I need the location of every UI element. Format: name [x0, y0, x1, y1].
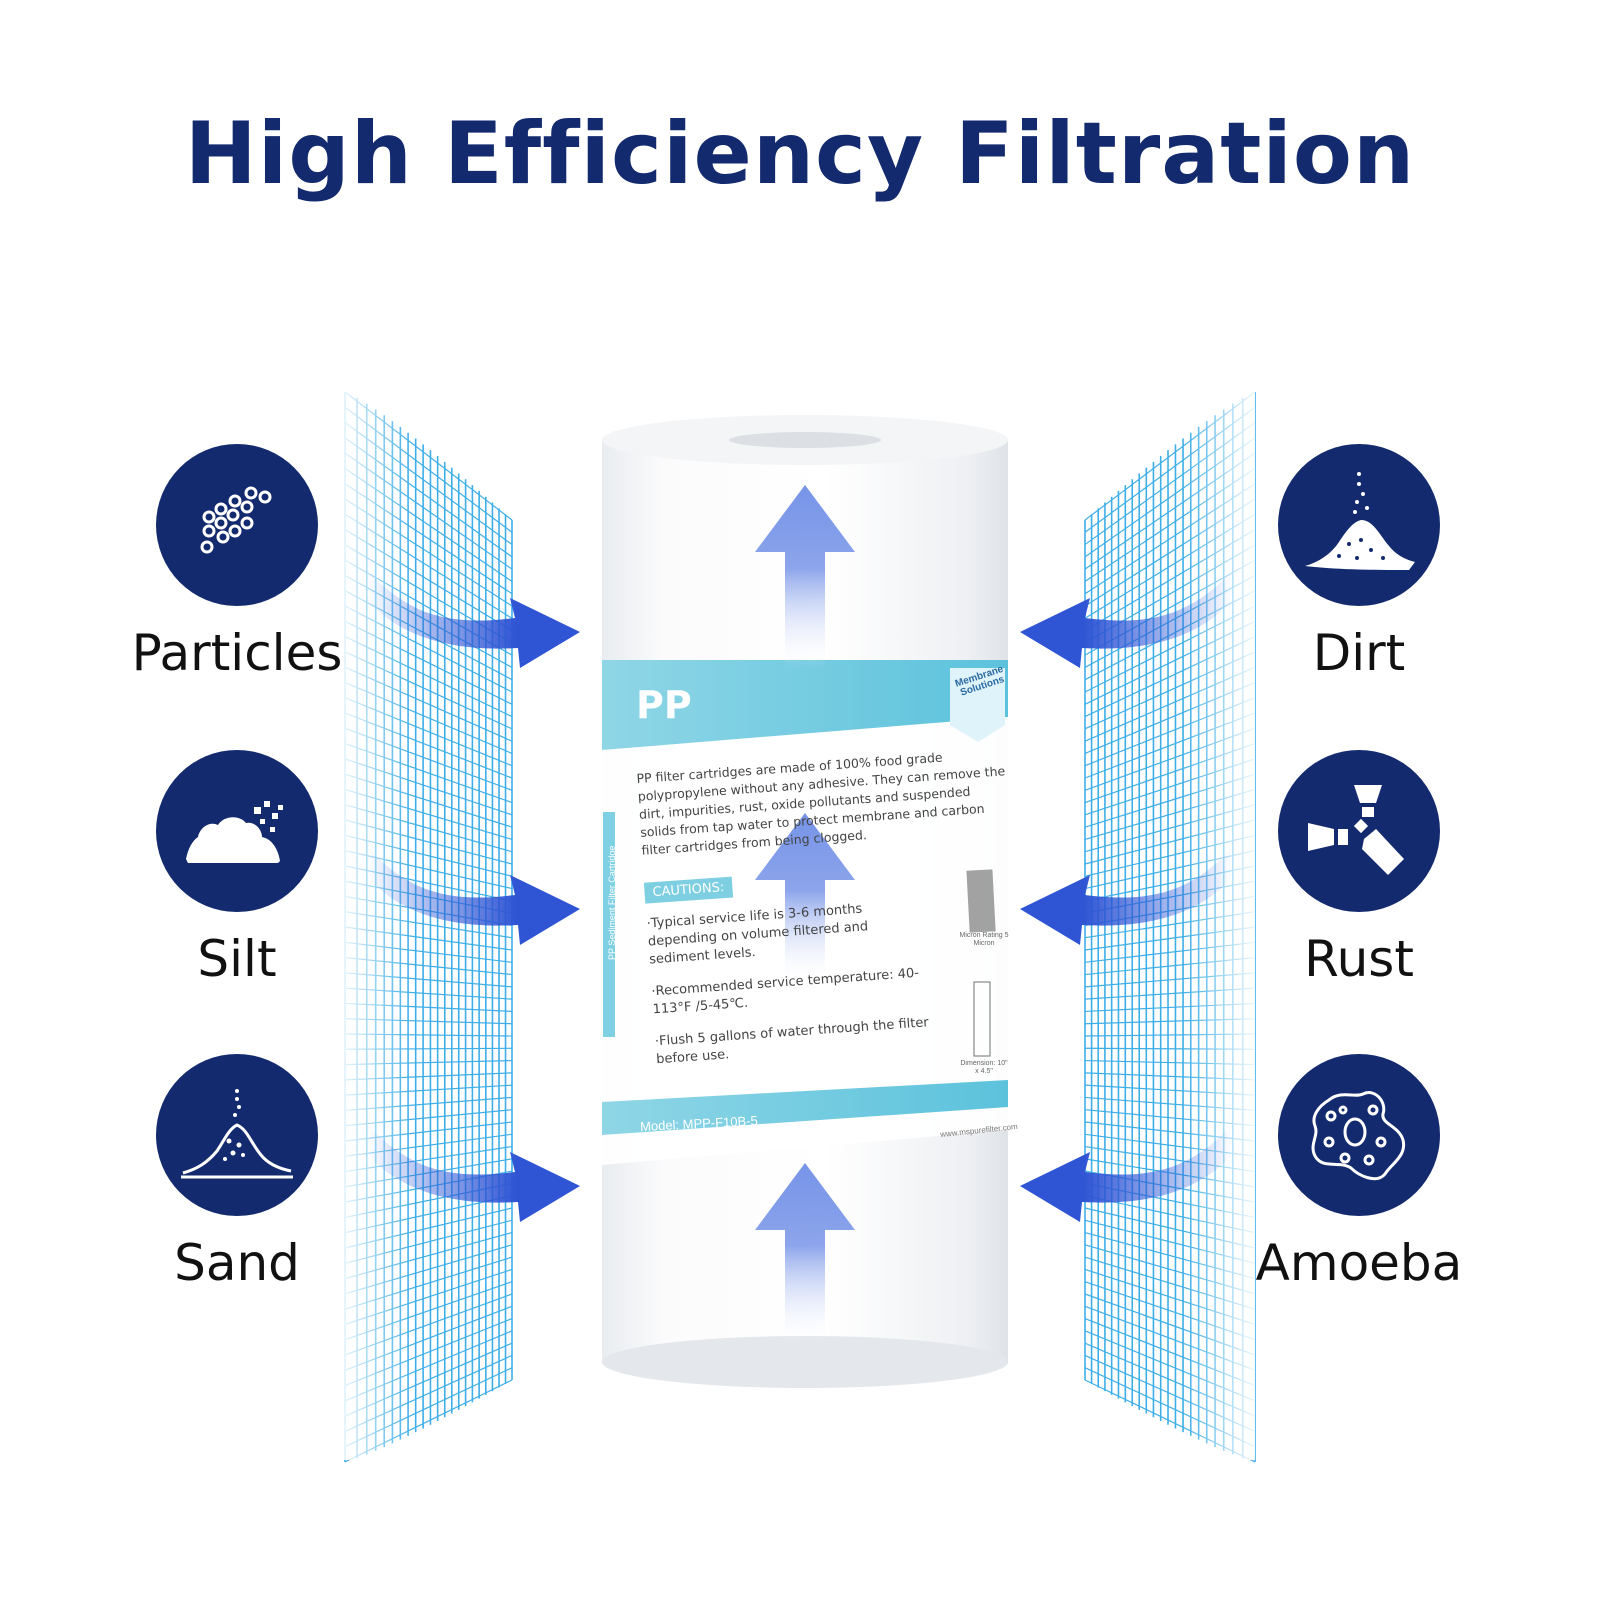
contaminant-amoeba: Amoeba — [1239, 1054, 1479, 1288]
amoeba-icon — [1278, 1054, 1440, 1216]
contaminant-rust: Rust — [1239, 750, 1479, 984]
contaminant-label: Particles — [131, 624, 343, 682]
caution-item: ·Typical service life is 3-6 months depe… — [646, 901, 869, 968]
caution-item: ·Flush 5 gallons of water through the fi… — [654, 1015, 930, 1068]
inflow-arrow — [368, 571, 580, 668]
rust-icon — [1278, 750, 1440, 912]
particles-icon — [156, 444, 318, 606]
contaminant-sand: Sand — [117, 1054, 357, 1288]
inflow-arrow — [368, 1125, 580, 1222]
caution-item: ·Recommended service temperature: 40-113… — [650, 965, 920, 1018]
inflow-arrows-left — [368, 571, 580, 1222]
cartridge-side-label: PP Sediment Filter Cartridge — [607, 845, 617, 960]
sand-icon — [156, 1054, 318, 1216]
left-filter-mesh — [340, 380, 520, 1463]
contaminant-label: Sand — [174, 1234, 300, 1292]
contaminant-label: Dirt — [1312, 624, 1406, 682]
contaminant-dirt: Dirt — [1239, 444, 1479, 678]
cautions-title: CAUTIONS: — [643, 876, 733, 904]
upflow-arrows — [755, 485, 855, 1345]
contaminant-silt: Silt — [117, 750, 357, 984]
inflow-arrow — [1020, 571, 1232, 668]
silt-icon — [156, 750, 318, 912]
inflow-arrow — [368, 848, 580, 945]
inflow-arrows-right — [1020, 571, 1232, 1222]
dirt-icon — [1278, 444, 1440, 606]
contaminant-label: Amoeba — [1255, 1234, 1463, 1292]
cartridge-dimensions: Dimension: 10" x 4.5" — [960, 1060, 1008, 1075]
inflow-arrow — [1020, 1125, 1232, 1222]
cartridge-type-label: PP — [636, 683, 692, 727]
contaminant-particles: Particles — [117, 444, 357, 678]
contaminant-label: Rust — [1304, 930, 1414, 988]
page-title: High Efficiency Filtration — [184, 104, 1416, 204]
contaminant-label: Silt — [197, 930, 277, 988]
micron-rating: Micron Rating 5 Micron — [959, 932, 1009, 947]
cartridge-label-body: PP filter cartridges are made of 100% fo… — [636, 744, 1027, 1083]
inflow-arrow — [1020, 848, 1232, 945]
